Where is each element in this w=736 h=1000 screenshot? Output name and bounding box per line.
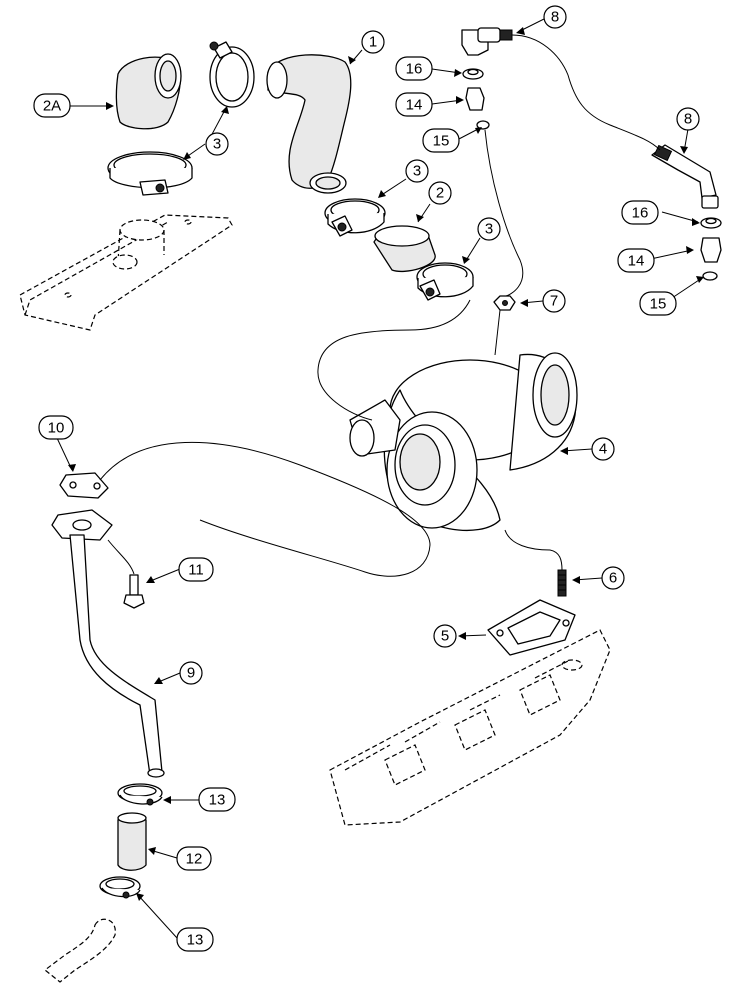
svg-text:8: 8 — [684, 111, 692, 128]
turbocharger-4 — [349, 352, 578, 532]
elbow-hose-2a — [115, 53, 182, 130]
gasket-10 — [59, 472, 109, 499]
hose-sleeve-2 — [373, 225, 436, 272]
callout-3-upper-left: 3 — [205, 132, 229, 156]
stud-6 — [557, 569, 567, 597]
svg-text:11: 11 — [188, 562, 204, 579]
svg-text:13: 13 — [187, 932, 204, 949]
engine-oil-return-tube — [44, 918, 116, 983]
svg-text:1: 1 — [369, 34, 377, 51]
hose-clamp-13-upper — [117, 783, 163, 806]
nut-7 — [493, 295, 516, 311]
callout-15-top: 15 — [422, 128, 460, 153]
callout-1: 1 — [361, 30, 385, 54]
svg-text:16: 16 — [406, 61, 423, 78]
intake-manifold-outline — [19, 214, 233, 331]
callout-12: 12 — [176, 846, 212, 871]
hose-clamp-lower-left — [107, 151, 193, 196]
callout-3-right: 3 — [477, 217, 501, 241]
svg-text:15: 15 — [650, 296, 667, 313]
hose-clamp-13-lower — [99, 876, 141, 899]
svg-text:15: 15 — [433, 133, 450, 150]
callout-14-top: 14 — [395, 92, 433, 117]
svg-text:2A: 2A — [43, 98, 61, 115]
callout-8-top: 8 — [543, 5, 567, 29]
svg-text:9: 9 — [187, 665, 195, 682]
callout-7: 7 — [542, 289, 566, 313]
callout-13-lower: 13 — [176, 927, 214, 952]
callout-14-right: 14 — [617, 248, 655, 273]
callout-10: 10 — [38, 415, 74, 440]
oil-line-elbow-fitting-top — [461, 27, 513, 130]
oil-return-pipe-9 — [51, 509, 165, 778]
svg-text:2: 2 — [436, 185, 444, 202]
svg-text:16: 16 — [632, 205, 649, 222]
svg-text:10: 10 — [48, 420, 65, 437]
callout-16-top: 16 — [395, 56, 433, 81]
svg-text:12: 12 — [186, 851, 203, 868]
exhaust-manifold-outline — [329, 629, 611, 826]
callout-9: 9 — [179, 661, 203, 685]
hose-clamp-right — [416, 262, 474, 301]
hose-12 — [117, 812, 147, 871]
callout-3-middle: 3 — [405, 159, 429, 183]
callout-11: 11 — [178, 557, 214, 582]
svg-text:3: 3 — [413, 163, 421, 180]
hose-clamp-middle — [324, 198, 386, 237]
callout-6: 6 — [601, 566, 625, 590]
callout-arrowheads — [68, 27, 704, 901]
hose-clamp-top — [209, 41, 255, 108]
svg-text:3: 3 — [213, 136, 221, 153]
svg-text:7: 7 — [550, 293, 558, 310]
svg-text:14: 14 — [628, 253, 645, 270]
bolt-11 — [123, 574, 145, 609]
callout-8-right: 8 — [676, 107, 700, 131]
svg-text:3: 3 — [485, 221, 493, 238]
callout-13-upper: 13 — [198, 787, 236, 812]
svg-text:6: 6 — [609, 570, 617, 587]
routing-lines — [99, 34, 661, 577]
svg-text:5: 5 — [441, 628, 449, 645]
oil-line-elbow-fitting-right — [651, 144, 722, 281]
svg-text:8: 8 — [551, 9, 559, 26]
intake-hose-1 — [266, 54, 352, 194]
callout-5: 5 — [433, 624, 457, 648]
callout-4: 4 — [591, 437, 615, 461]
callout-16-right: 16 — [621, 200, 659, 225]
callout-2: 2 — [428, 181, 452, 205]
gasket-5 — [487, 599, 576, 656]
callout-15-right: 15 — [639, 291, 677, 316]
svg-text:13: 13 — [209, 792, 226, 809]
svg-text:4: 4 — [599, 441, 607, 458]
svg-text:14: 14 — [406, 97, 423, 114]
callout-2a: 2A — [33, 93, 71, 118]
